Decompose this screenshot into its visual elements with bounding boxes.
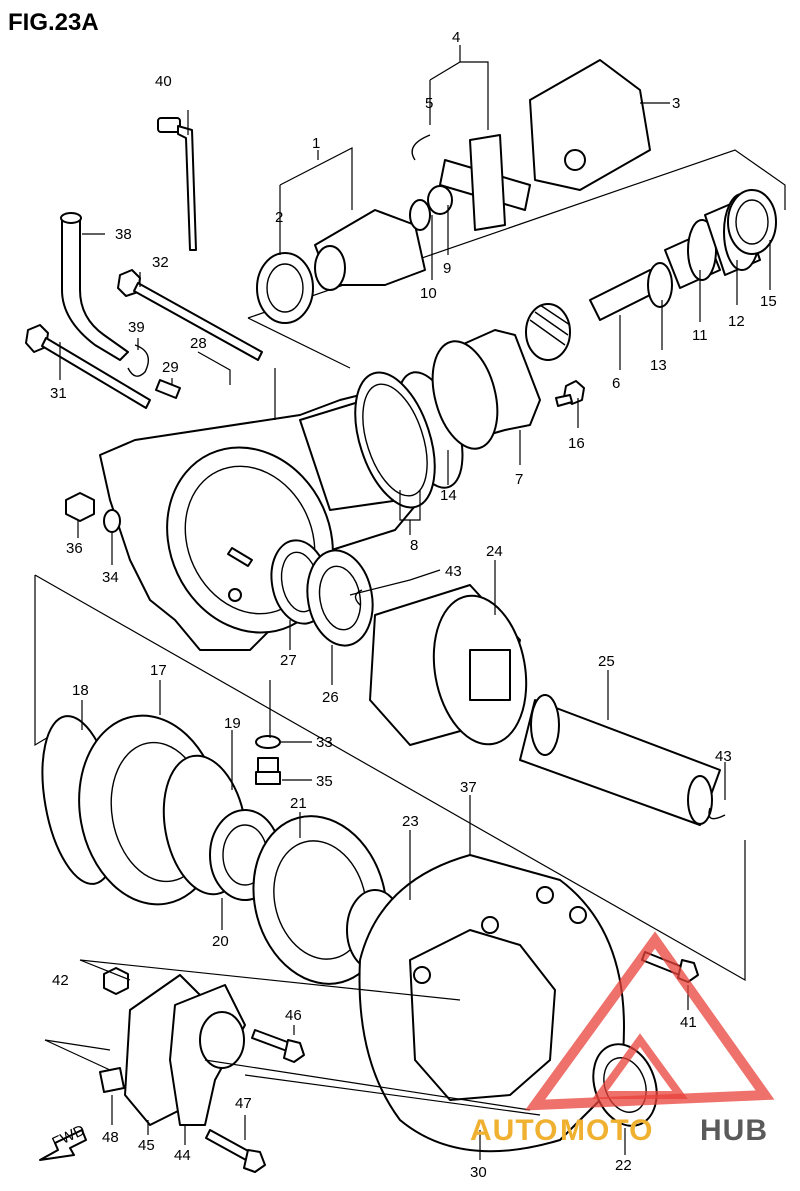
callout-10: 10: [420, 285, 437, 302]
gasket-34: [103, 509, 121, 533]
watermark-text: AUTO MOTO HUB: [470, 1114, 768, 1147]
callout-9: 9: [443, 260, 451, 277]
callout-27: 27: [280, 652, 297, 669]
callout-25: 25: [598, 653, 615, 670]
bolt-16: [555, 380, 585, 407]
svg-text:AUTO: AUTO: [470, 1114, 558, 1147]
callout-12: 12: [728, 313, 745, 330]
plug-36: [65, 492, 95, 522]
yoke-1: [314, 209, 426, 291]
callout-43-lower: 43: [715, 748, 732, 765]
bearing-26: [306, 549, 374, 647]
callout-47: 47: [235, 1095, 252, 1112]
snap-ring-5: [411, 134, 431, 161]
callout-44: 44: [174, 1147, 191, 1164]
bolt-46: [251, 1029, 305, 1063]
universal-joint-4: [439, 134, 531, 231]
callout-42: 42: [52, 972, 69, 989]
nut-42: [103, 967, 129, 995]
callout-8: 8: [410, 537, 418, 554]
callout-46: 46: [285, 1007, 302, 1024]
callout-numbers: 1 2 3 4 5 6 7 8 9 10 11 12 13 14 15 16 1…: [50, 29, 777, 1181]
bushing-48: [99, 1067, 125, 1093]
bolt-47: [205, 1129, 266, 1173]
spacer-13: [647, 262, 673, 308]
callout-17: 17: [150, 662, 167, 679]
callout-45: 45: [138, 1137, 155, 1154]
callout-30: 30: [470, 1164, 487, 1181]
callout-4: 4: [452, 29, 460, 46]
svg-text:HUB: HUB: [700, 1114, 768, 1147]
flange-yoke-3: [529, 59, 651, 191]
callout-26: 26: [322, 689, 339, 706]
callout-7: 7: [515, 471, 523, 488]
callout-36: 36: [66, 540, 83, 557]
callout-13: 13: [650, 357, 667, 374]
callout-15: 15: [760, 293, 777, 310]
callout-48: 48: [102, 1129, 119, 1146]
callout-32: 32: [152, 254, 169, 271]
callout-2: 2: [275, 209, 283, 226]
callout-39: 39: [128, 319, 145, 336]
drive-pinion-part: [525, 269, 661, 361]
callout-29: 29: [162, 359, 179, 376]
callout-23: 23: [402, 813, 419, 830]
callout-33: 33: [316, 734, 333, 751]
callout-3: 3: [672, 95, 680, 112]
callout-22: 22: [615, 1157, 632, 1174]
callout-43-upper: 43: [445, 563, 462, 580]
callout-24: 24: [486, 543, 503, 560]
plug-35: [255, 757, 281, 785]
callout-40: 40: [155, 73, 172, 90]
shim-8: [354, 371, 436, 509]
callout-37: 37: [460, 779, 477, 796]
washer-33: [255, 735, 281, 749]
callout-34: 34: [102, 569, 119, 586]
dowel-pin-part: [155, 379, 181, 399]
callout-6: 6: [612, 375, 620, 392]
long-bolt-31: [25, 324, 151, 409]
callout-35: 35: [316, 773, 333, 790]
actuator-44: [169, 984, 246, 1126]
washer-10: [409, 199, 431, 231]
long-bolt-32: [117, 269, 263, 361]
callout-11: 11: [692, 327, 708, 344]
bearing-11: [664, 219, 721, 289]
shaft-25: [519, 694, 721, 826]
callout-20: 20: [212, 933, 229, 950]
callout-16: 16: [568, 435, 585, 452]
nut-9: [427, 185, 453, 215]
breather-hose-part: [60, 212, 129, 361]
callout-28: 28: [190, 335, 207, 352]
breather-bracket-part: [157, 117, 197, 251]
callout-1: 1: [312, 135, 320, 152]
callout-38: 38: [115, 226, 132, 243]
leader-lines: [44, 45, 771, 1160]
group-outline-upper: [247, 149, 786, 369]
watermark-logo: [524, 931, 775, 1111]
svg-text:MOTO: MOTO: [560, 1114, 653, 1147]
forward-arrow-icon: FWD: [39, 1122, 88, 1161]
callout-19: 19: [224, 715, 241, 732]
callout-5: 5: [425, 95, 433, 112]
oil-seal-2: [256, 252, 314, 324]
circlip-43-upper: [354, 589, 363, 606]
hose-clip-part: [127, 344, 149, 377]
figure-title: FIG.23A: [8, 9, 99, 36]
callout-18: 18: [72, 682, 89, 699]
coupling-24: [369, 584, 528, 746]
circlip-43-lower: [708, 807, 726, 820]
pinion-retainer-part: [431, 329, 541, 450]
bearing-race-15: [727, 189, 777, 255]
callout-41: 41: [680, 1014, 697, 1031]
callout-31: 31: [50, 385, 67, 402]
callout-21: 21: [290, 795, 307, 812]
callout-14: 14: [440, 487, 457, 504]
